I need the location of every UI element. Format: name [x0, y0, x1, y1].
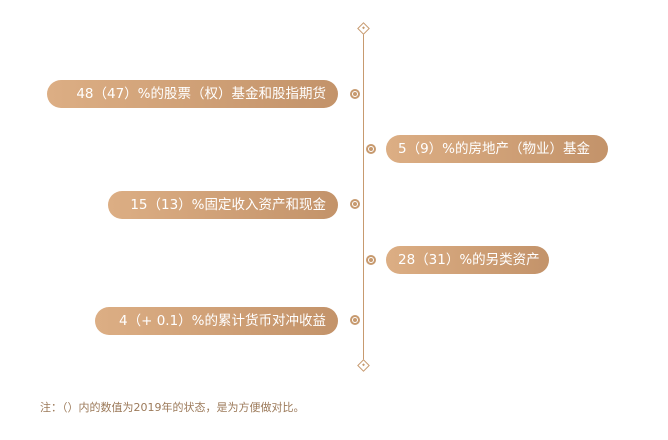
allocation-item-currency-hedge: 4（+ 0.1）%的累计货币对冲收益	[95, 307, 338, 335]
allocation-item-real-estate: 5（9）%的房地产（物业）基金	[386, 135, 608, 163]
footnote: 注：（）内的数值为2019年的状态，是为方便做对比。	[40, 401, 305, 414]
node-dot-icon	[350, 315, 360, 325]
allocation-item-equity: 48（47）%的股票（权）基金和股指期货	[47, 80, 338, 108]
node-dot-icon	[350, 199, 360, 209]
allocation-item-fixed-income: 15（13）%固定收入资产和现金	[108, 191, 338, 219]
node-dot-icon	[366, 255, 376, 265]
node-dot-icon	[350, 89, 360, 99]
allocation-item-alternatives: 28（31）%的另类资产	[386, 246, 549, 274]
diamond-top-icon	[357, 22, 370, 35]
diamond-bottom-icon	[357, 359, 370, 372]
timeline-axis	[363, 30, 364, 364]
node-dot-icon	[366, 144, 376, 154]
